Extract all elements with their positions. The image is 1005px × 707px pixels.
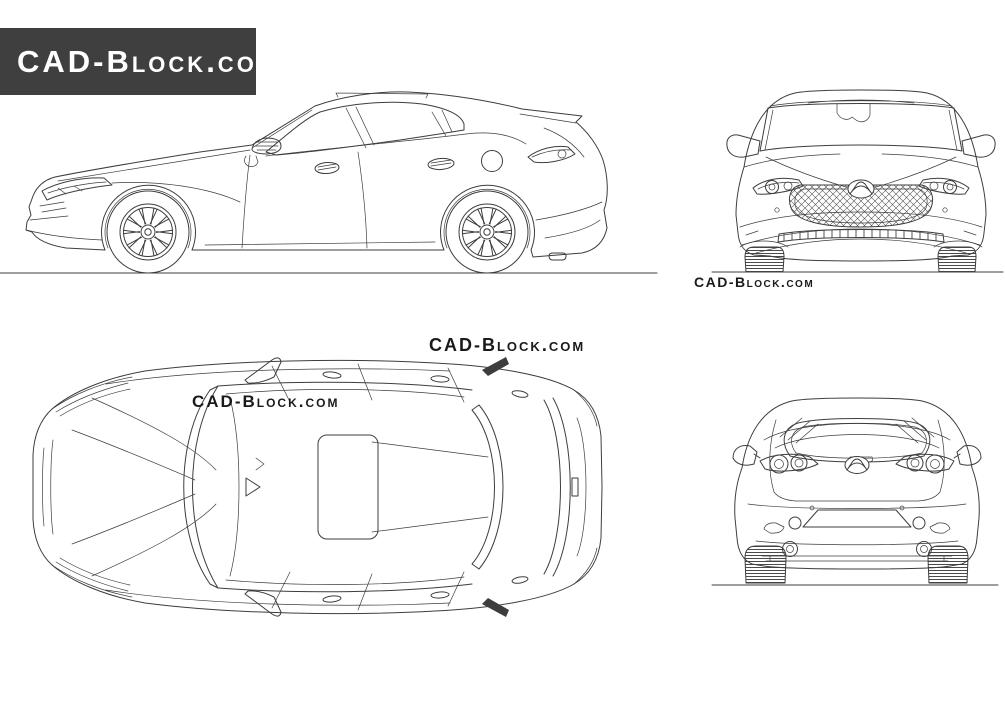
grille (788, 184, 934, 228)
roof (217, 381, 473, 593)
front-view-drawing (711, 89, 1004, 273)
logo-text: CAD-Block.com (17, 43, 279, 79)
rear-view-drawing (711, 397, 999, 586)
lower-bumper (739, 207, 983, 254)
rear-details (519, 113, 603, 261)
body-outline (25, 91, 608, 258)
windshield (759, 99, 963, 152)
hood-lines (71, 397, 217, 577)
mazda-emblem (844, 456, 870, 474)
hood-lines (743, 153, 979, 188)
side-view-drawing (0, 91, 658, 274)
rear-window (371, 404, 504, 570)
logo-box: CAD-Block.com (0, 28, 275, 95)
rear-bumper (571, 389, 598, 585)
wiper (245, 477, 261, 497)
tires (739, 240, 983, 273)
front-corner-lights (51, 376, 133, 598)
license-plate-recess (802, 509, 912, 528)
door-handles (314, 157, 455, 175)
tires (744, 545, 969, 584)
windshield (183, 385, 265, 589)
fuel-door (481, 150, 503, 172)
side-mirror (244, 137, 282, 167)
taillight (527, 145, 576, 164)
body-outline (735, 89, 987, 262)
spoiler (543, 397, 571, 577)
side-mirrors (726, 134, 996, 158)
body-outline (734, 397, 980, 570)
bumper (747, 503, 967, 562)
rearview-mirror (836, 103, 871, 123)
door-handles (322, 371, 450, 603)
headlight (41, 177, 113, 201)
sunroof (317, 434, 379, 540)
watermark-top-view: CAD-Block.com (192, 392, 340, 411)
body-outline (32, 359, 603, 615)
front-bumper-details (25, 149, 251, 241)
side-mirrors (732, 445, 982, 466)
side-mirrors (244, 357, 282, 617)
hatch-outline (769, 419, 945, 502)
quarter-fins (482, 357, 529, 617)
front-wheel (107, 191, 189, 273)
watermark-front-view: CAD-Block.com (694, 274, 815, 290)
watermark-center: CAD-Block.com (429, 335, 586, 355)
top-view-drawing (32, 357, 603, 617)
door-seams (271, 363, 465, 611)
mazda-emblem (847, 179, 875, 199)
taillights (759, 453, 955, 474)
greenhouse (251, 92, 527, 157)
door-cut-lines (241, 151, 368, 249)
front-bumper-lines (42, 439, 54, 535)
rear-wheel (446, 191, 528, 273)
